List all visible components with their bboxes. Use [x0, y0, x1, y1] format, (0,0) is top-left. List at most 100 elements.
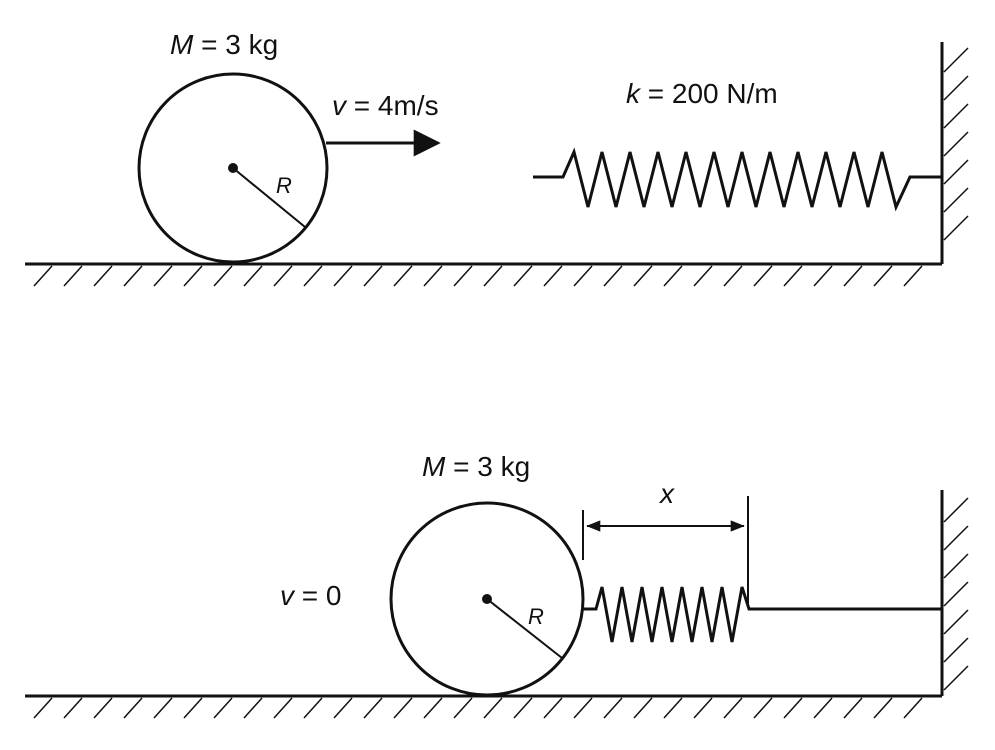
- wall-1-hatching: [943, 47, 969, 241]
- spring-constant-value: = 200 N/m: [640, 78, 778, 109]
- mass-value-1: = 3 kg: [193, 29, 278, 60]
- wall-hatch-mark: [943, 103, 969, 129]
- cylinder-2: [389, 501, 585, 697]
- wall-hatch-mark: [943, 131, 969, 157]
- radius-label-2: R: [528, 604, 544, 629]
- ground-hatch-mark: [843, 697, 863, 719]
- ground-hatch-mark: [453, 697, 473, 719]
- ground-hatch-mark: [363, 265, 383, 287]
- wall-hatch-mark: [943, 553, 969, 579]
- ground-hatch-mark: [423, 697, 443, 719]
- mass-symbol-2: M: [422, 451, 446, 482]
- ground-hatch-mark: [693, 697, 713, 719]
- ground-hatch-mark: [903, 265, 923, 287]
- ground-hatch-mark: [153, 265, 173, 287]
- ground-hatch-mark: [813, 265, 833, 287]
- mass-symbol-1: M: [170, 29, 194, 60]
- ground-hatch-mark: [93, 697, 113, 719]
- ground-hatch-mark: [93, 265, 113, 287]
- ground-hatch-mark: [393, 697, 413, 719]
- ground-hatch-mark: [63, 697, 83, 719]
- mass-label-2: M = 3 kg: [422, 451, 530, 482]
- spring-1: [533, 147, 942, 212]
- velocity-value-2: = 0: [294, 580, 341, 611]
- ground-hatch-mark: [273, 265, 293, 287]
- ground-hatch-mark: [393, 265, 413, 287]
- ground-hatch-mark: [243, 265, 263, 287]
- ground-hatch-mark: [873, 697, 893, 719]
- ground-hatch-mark: [753, 697, 773, 719]
- ground-hatch-mark: [543, 697, 563, 719]
- velocity-symbol-1: v: [332, 90, 348, 121]
- ground-hatch-mark: [603, 697, 623, 719]
- mass-value-2: = 3 kg: [445, 451, 530, 482]
- ground-hatch-mark: [33, 697, 53, 719]
- wall-hatch-mark: [943, 47, 969, 73]
- scene-2: R x M = 3 kg v = 0: [25, 451, 969, 719]
- ground-hatch-mark: [513, 697, 533, 719]
- ground-hatch-mark: [753, 265, 773, 287]
- ground-hatch-mark: [513, 265, 533, 287]
- wall-hatch-mark: [943, 665, 969, 691]
- wall-hatch-mark: [943, 497, 969, 523]
- ground-hatch-mark: [573, 697, 593, 719]
- ground-hatch-mark: [183, 697, 203, 719]
- ground-hatch-mark: [453, 265, 473, 287]
- ground-hatch-mark: [153, 697, 173, 719]
- ground-hatch-mark: [273, 697, 293, 719]
- wall-hatch-mark: [943, 637, 969, 663]
- ground-hatch-mark: [123, 697, 143, 719]
- ground-hatch-mark: [603, 265, 623, 287]
- ground-hatch-mark: [693, 265, 713, 287]
- wall-hatch-mark: [943, 525, 969, 551]
- ground-hatch-mark: [903, 697, 923, 719]
- ground-hatch-mark: [723, 697, 743, 719]
- spring-constant-label: k = 200 N/m: [626, 78, 778, 109]
- velocity-symbol-2: v: [280, 580, 296, 611]
- ground-hatch-mark: [783, 265, 803, 287]
- spring-constant-symbol: k: [626, 78, 642, 109]
- radius-label-1: R: [276, 173, 292, 198]
- wall-hatch-mark: [943, 187, 969, 213]
- ground-hatch-mark: [783, 697, 803, 719]
- ground-hatch-mark: [213, 697, 233, 719]
- velocity-value-1: = 4m/s: [346, 90, 439, 121]
- ground-2-hatching: [33, 697, 923, 719]
- ground-hatch-mark: [63, 265, 83, 287]
- wall-hatch-mark: [943, 581, 969, 607]
- ground-hatch-mark: [213, 265, 233, 287]
- ground-hatch-mark: [33, 265, 53, 287]
- cylinder-2-radius: [486, 598, 563, 659]
- mass-label-1: M = 3 kg: [170, 29, 278, 60]
- ground-hatch-mark: [873, 265, 893, 287]
- ground-hatch-mark: [663, 265, 683, 287]
- ground-hatch-mark: [303, 265, 323, 287]
- ground-hatch-mark: [573, 265, 593, 287]
- wall-hatch-mark: [943, 609, 969, 635]
- ground-hatch-mark: [123, 265, 143, 287]
- wall-hatch-mark: [943, 159, 969, 185]
- ground-1-hatching: [33, 265, 923, 287]
- ground-hatch-mark: [633, 697, 653, 719]
- velocity-label-2: v = 0: [280, 580, 341, 611]
- ground-hatch-mark: [723, 265, 743, 287]
- ground-hatch-mark: [543, 265, 563, 287]
- wall-hatch-mark: [943, 75, 969, 101]
- wall-2-hatching: [943, 497, 969, 691]
- ground-hatch-mark: [483, 265, 503, 287]
- cylinder-1: [137, 72, 329, 264]
- scene-1: R M = 3 kg v = 4m/s k = 200 N/m: [25, 29, 969, 287]
- wall-hatch-mark: [943, 215, 969, 241]
- ground-hatch-mark: [363, 697, 383, 719]
- ground-hatch-mark: [663, 697, 683, 719]
- ground-hatch-mark: [303, 697, 323, 719]
- ground-hatch-mark: [813, 697, 833, 719]
- ground-hatch-mark: [423, 265, 443, 287]
- ground-hatch-mark: [333, 697, 353, 719]
- ground-hatch-mark: [183, 265, 203, 287]
- ground-hatch-mark: [843, 265, 863, 287]
- spring-2: [583, 586, 942, 643]
- cylinder-1-radius: [232, 167, 306, 228]
